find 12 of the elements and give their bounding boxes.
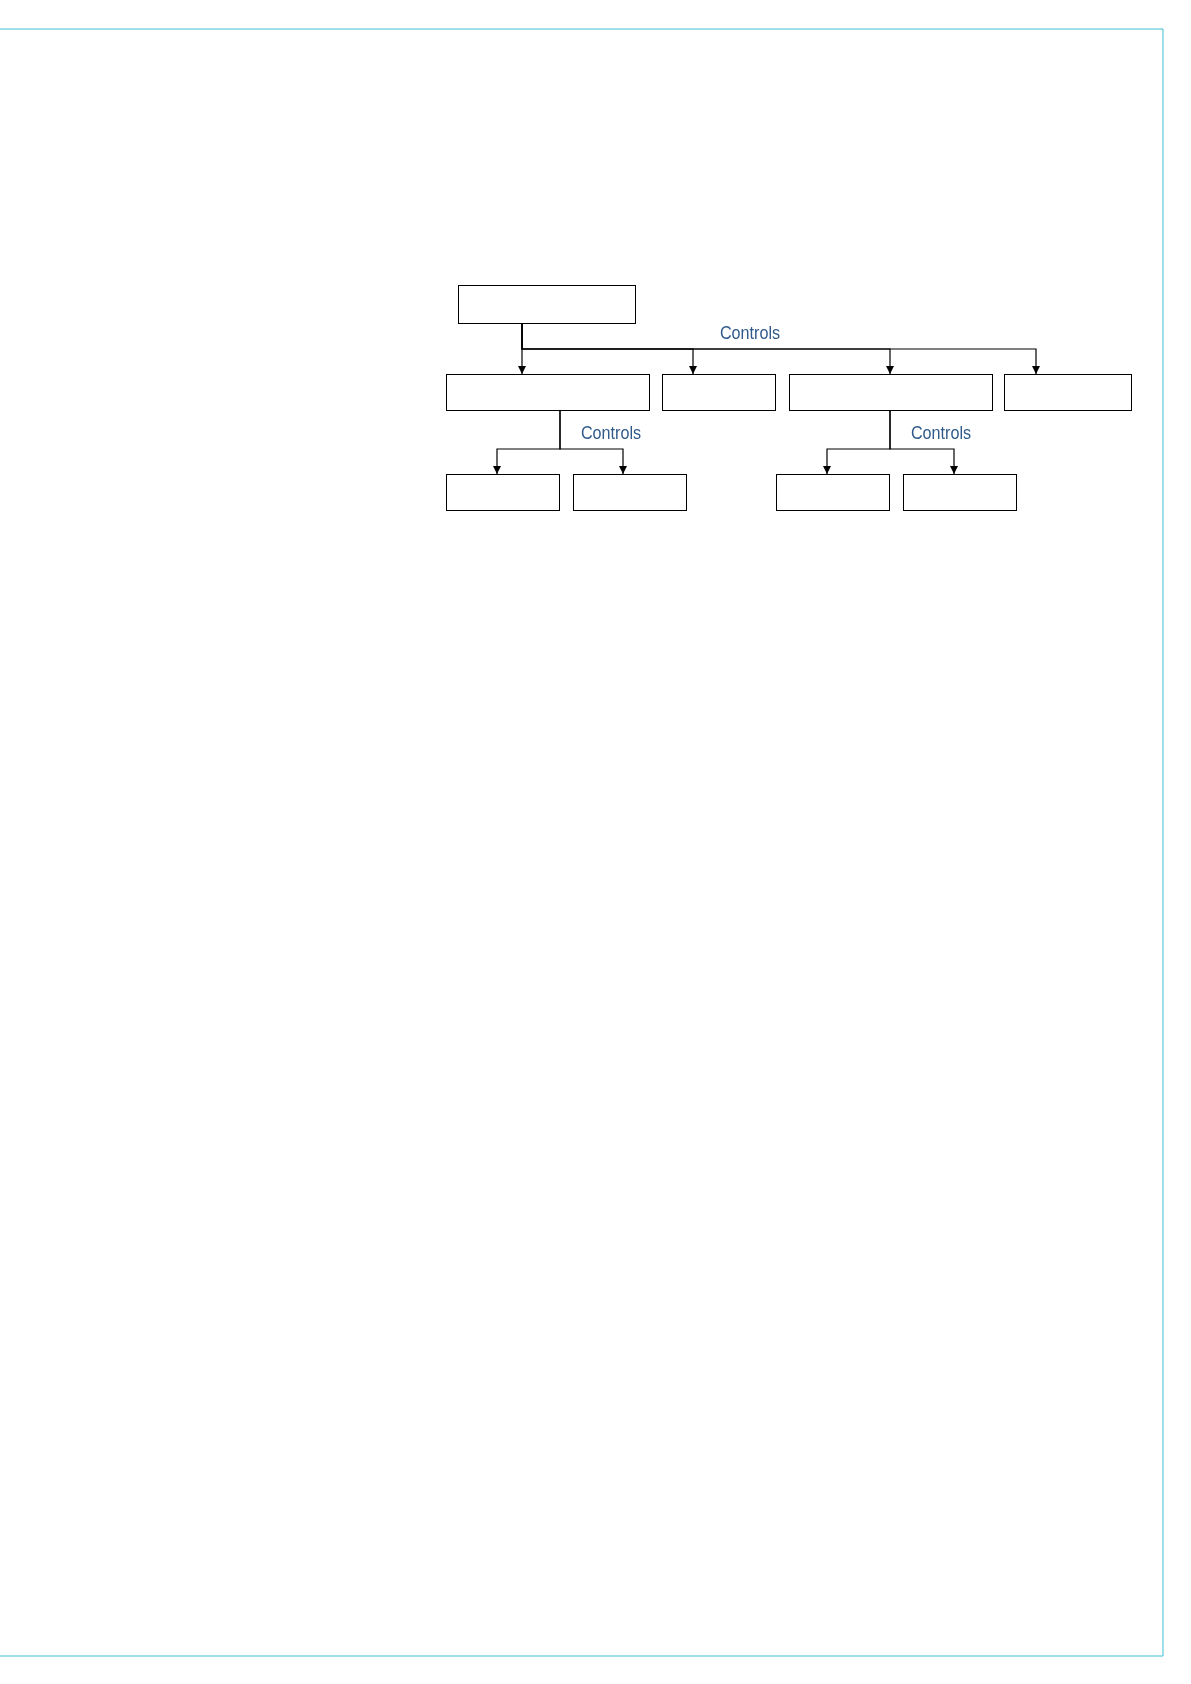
empty-box	[446, 474, 560, 511]
empty-box	[1004, 374, 1132, 411]
empty-box	[458, 285, 636, 324]
connector-arrow	[521, 323, 1041, 375]
empty-box	[662, 374, 776, 411]
empty-box	[446, 374, 650, 411]
empty-box	[776, 474, 890, 511]
empty-box	[789, 374, 993, 411]
connector-arrow	[889, 410, 959, 475]
connector-arrow	[559, 410, 628, 475]
empty-box	[573, 474, 687, 511]
empty-box	[903, 474, 1017, 511]
